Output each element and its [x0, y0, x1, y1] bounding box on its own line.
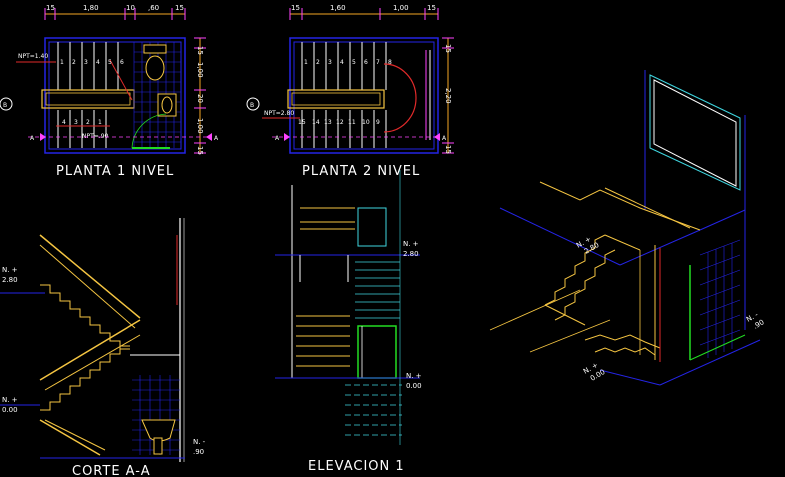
- section-level-top: N. +: [2, 266, 18, 274]
- plan1-step-upper-1: 2: [72, 59, 76, 66]
- plan1-dim-right-2: 20: [196, 94, 204, 103]
- plan2-step-upper-7: 8: [388, 59, 392, 66]
- plan1-dim-top-3: ,60: [148, 4, 159, 12]
- plan2-step-upper-6: 7: [376, 59, 380, 66]
- plan2-step-upper-2: 3: [328, 59, 332, 66]
- plan2-step-upper-4: 5: [352, 59, 356, 66]
- plan2-axis-label: B: [250, 102, 254, 109]
- section-level-bottom: N. -: [193, 438, 206, 446]
- elevation-level-top-value: 2.80: [403, 250, 419, 258]
- plan1-dim-right-3: 1,00: [196, 118, 204, 134]
- plan2-dim-right-1: 2,20: [444, 88, 452, 104]
- isometric-view: N. + 2.80 N. + 0.00 N. - .90: [489, 70, 766, 386]
- plan2-step-upper-0: 1: [304, 59, 308, 66]
- plan1-step-upper-2: 3: [84, 59, 88, 66]
- plan1-npt-lower: NPT=.90: [82, 133, 109, 140]
- plan2-step-lower-2: 13: [324, 119, 332, 126]
- plan1-section-mark-left: A: [30, 135, 35, 142]
- plan1-step-upper-3: 4: [96, 59, 100, 66]
- plan1-title: PLANTA 1 NIVEL: [56, 164, 174, 179]
- plan2-dim-top-0: 15: [291, 4, 300, 12]
- section-level-top-value: 2.80: [2, 276, 18, 284]
- plan2-step-lower-3: 12: [336, 119, 344, 126]
- plan1-step-lower-2: 2: [86, 119, 90, 126]
- plan2-step-lower-1: 14: [312, 119, 320, 126]
- plan2-section-mark-left: A: [275, 135, 280, 142]
- plan1-dim-top-1: 1,80: [83, 4, 99, 12]
- plan1-step-lower-3: 1: [98, 119, 102, 126]
- plan1-step-upper-0: 1: [60, 59, 64, 66]
- plan2-dim-top-3: 15: [427, 4, 436, 12]
- plan2-dim-top-2: 1,00: [393, 4, 409, 12]
- plan2-dim-right-0: 15: [444, 44, 452, 53]
- plan2-step-lower-0: 15: [298, 119, 306, 126]
- plan1-dim-right-1: 1,00: [196, 62, 204, 78]
- plan2-step-lower-4: 11: [348, 119, 356, 126]
- plan2-step-upper-3: 4: [340, 59, 344, 66]
- plan2-step-lower-5: 10: [362, 119, 370, 126]
- plan1-section-mark-right: A: [214, 135, 219, 142]
- section-title: CORTE A-A: [72, 464, 151, 477]
- elevation-1: N. + 2.80 N. + 0.00 ELEVACION 1: [275, 170, 422, 474]
- plan1-dim-right-0: 15: [196, 46, 204, 55]
- plan1-step-lower-1: 3: [74, 119, 78, 126]
- section-level-mid-value: 0.00: [2, 406, 18, 414]
- plan2-section-mark-right: A: [442, 135, 447, 142]
- section-aa: N. + 2.80 N. + 0.00 N. - .90 CORTE A-A: [0, 218, 206, 477]
- section-level-bottom-value: .90: [193, 448, 204, 456]
- plan2-step-lower-6: 9: [376, 119, 380, 126]
- elevation-title: ELEVACION 1: [308, 459, 405, 474]
- plan-1: 15 1,80 10 ,60 15 1 2 3 4 5 6 4 3 2 1: [0, 4, 219, 179]
- plan2-step-upper-5: 6: [364, 59, 368, 66]
- elevation-level-bottom-value: 0.00: [406, 382, 422, 390]
- plan2-dim-right-2: 15: [444, 145, 452, 154]
- plan1-axis-label: B: [3, 102, 7, 109]
- plan2-npt-lower: NPT=2.80: [264, 110, 294, 117]
- plan1-step-lower-0: 4: [62, 119, 66, 126]
- plan1-dim-right-4: 15: [196, 146, 204, 155]
- elevation-level-top: N. +: [403, 240, 419, 248]
- plan1-step-upper-4: 5: [108, 59, 112, 66]
- plan1-dim-top-4: 15: [175, 4, 184, 12]
- elevation-level-bottom: N. +: [406, 372, 422, 380]
- plan1-dim-top-0: 15: [46, 4, 55, 12]
- plan1-npt-upper: NPT=1.40: [18, 53, 48, 60]
- plan1-step-upper-5: 6: [120, 59, 124, 66]
- plan2-step-upper-1: 2: [316, 59, 320, 66]
- plan2-dim-top-1: 1,60: [330, 4, 346, 12]
- plan1-dim-top-2: 10: [126, 4, 135, 12]
- section-level-mid: N. +: [2, 396, 18, 404]
- plan2-title: PLANTA 2 NIVEL: [302, 164, 420, 179]
- plan-2: 15 1,60 1,00 15 1 2 3 4 5 6 7 8 15 14 13: [246, 4, 454, 179]
